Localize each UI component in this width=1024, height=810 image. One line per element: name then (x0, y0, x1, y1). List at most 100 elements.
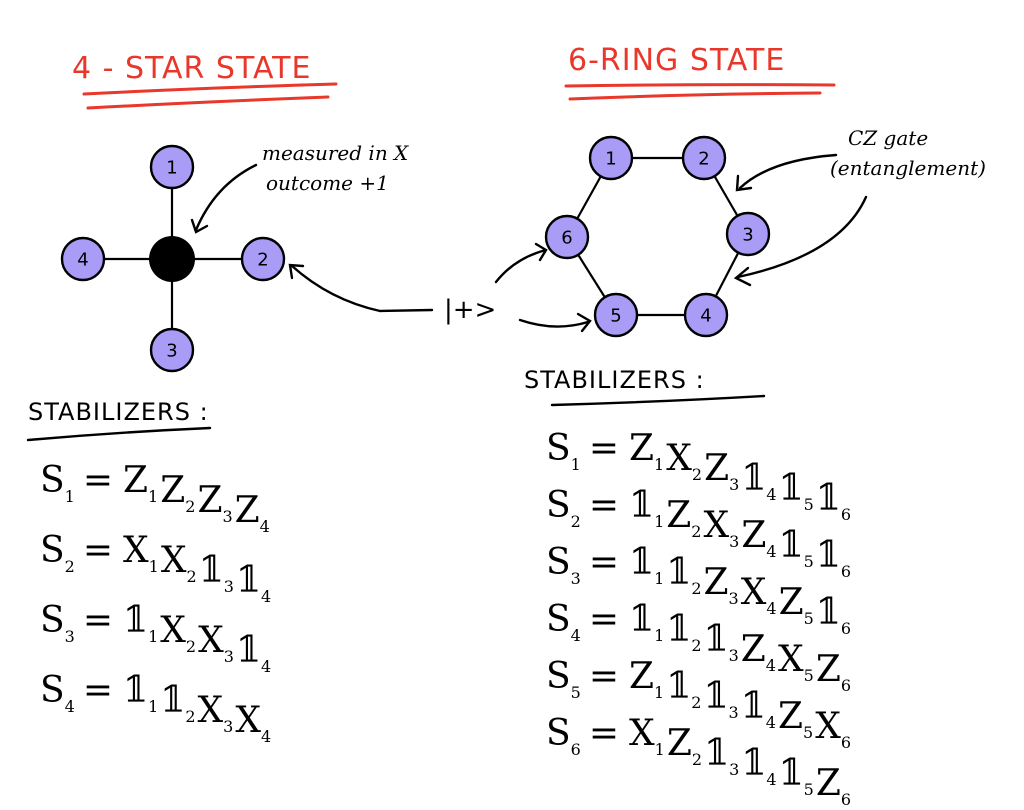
equals-sign: = (589, 656, 619, 697)
stabilizer-lhs: S (546, 428, 571, 469)
pauli-operator: Z (160, 470, 185, 511)
pauli-operator: 𝟙 (816, 535, 841, 576)
ring-stabilizer-5: S5=Z1𝟙2𝟙3𝟙4Z5X6 (546, 656, 851, 752)
qubit-index: 5 (804, 609, 814, 628)
star-node-3: 3 (149, 327, 195, 373)
star-stabilizer-2: S2=X1X2𝟙3𝟙4 (40, 530, 271, 606)
star-stabilizer-4: S4=𝟙1𝟙2X3X4 (40, 670, 271, 746)
equals-sign: = (589, 599, 619, 640)
stabilizer-lhs: S (546, 485, 571, 526)
cz-annotation-line2: (entanglement) (830, 156, 986, 180)
pauli-operator: 𝟙 (666, 666, 691, 707)
qubit-index: 2 (692, 465, 702, 484)
stabilizer-lhs: S (546, 656, 571, 697)
pauli-operator: X (235, 700, 261, 741)
pauli-operator: X (198, 620, 224, 661)
qubit-index: 5 (803, 723, 813, 742)
ring-node-2-label: 2 (698, 149, 709, 170)
pauli-operator: Z (779, 582, 804, 623)
qubit-index: 3 (729, 532, 739, 551)
pauli-operator: 𝟙 (123, 670, 148, 711)
star-stabilizer-3: S3=𝟙1X2X3𝟙4 (40, 600, 271, 676)
qubit-index: 3 (729, 760, 739, 779)
stabilizer-lhs-index: 3 (571, 569, 581, 588)
star-node-4-label: 4 (77, 250, 88, 271)
pauli-operator: Z (816, 649, 841, 690)
pauli-operator: Z (778, 696, 803, 737)
ring-node-6: 6 (544, 214, 590, 260)
ring-node-2-circle (681, 135, 727, 181)
plus-state-label: |+> (444, 295, 496, 325)
equals-sign: = (83, 530, 113, 571)
plus-arrow-to-star-node-2-head (288, 263, 305, 280)
pauli-operator: Z (629, 428, 654, 469)
pauli-operator: X (160, 610, 186, 651)
pauli-operator: Z (667, 723, 692, 764)
qubit-index: 4 (261, 727, 271, 746)
pauli-operator: 𝟙 (666, 609, 691, 650)
pauli-operator: 𝟙 (703, 676, 728, 717)
ring-stabilizer-4: S4=𝟙1𝟙2𝟙3Z4X5Z6 (546, 599, 851, 695)
pauli-operator: 𝟙 (629, 599, 654, 640)
qubit-index: 4 (261, 657, 271, 676)
pauli-operator: X (778, 639, 804, 680)
star-node-4-circle (60, 236, 106, 282)
qubit-index: 1 (149, 557, 159, 576)
center-annotation-arrowhead (190, 218, 209, 234)
qubit-index: 1 (654, 569, 664, 588)
qubit-index: 2 (185, 497, 195, 516)
qubit-index: 6 (841, 562, 851, 581)
ring-stabilizer-2: S2=𝟙1Z2X3Z4𝟙5𝟙6 (546, 485, 851, 581)
pauli-operator: Z (123, 460, 148, 501)
ring-stabilizer-1: S1=Z1X2Z3𝟙4𝟙5𝟙6 (546, 428, 851, 524)
pauli-operator: Z (666, 495, 691, 536)
pauli-operator: X (198, 690, 224, 731)
pauli-operator: 𝟙 (123, 600, 148, 641)
star-node-2-circle (240, 236, 286, 282)
pauli-operator: Z (235, 490, 260, 531)
cz-arrow-lower-head (733, 266, 752, 287)
ring-node-1-circle (588, 135, 634, 181)
qubit-index: 1 (654, 455, 664, 474)
plus-arrow-to-ring-node-5 (518, 318, 590, 328)
star-node-1-circle (149, 144, 195, 190)
star-stabilizers-underline (26, 426, 212, 442)
qubit-index: 2 (691, 693, 701, 712)
qubit-index: 2 (691, 579, 701, 598)
qubit-index: 4 (766, 542, 776, 561)
stabilizer-lhs: S (40, 670, 65, 711)
ring-node-6-circle (544, 214, 590, 260)
star-node-3-circle (149, 327, 195, 373)
ring-node-3-label: 3 (742, 225, 753, 246)
qubit-index: 5 (804, 780, 814, 799)
qubit-index: 3 (223, 717, 233, 736)
stabilizer-lhs-index: 2 (65, 557, 75, 576)
qubit-index: 6 (841, 733, 851, 752)
pauli-operator: 𝟙 (629, 542, 654, 583)
qubit-index: 5 (804, 552, 814, 571)
qubit-index: 2 (692, 750, 702, 769)
plus-arrow-to-star-node-2 (290, 264, 434, 313)
qubit-index: 1 (654, 626, 664, 645)
ring-title-underline-1 (564, 83, 836, 88)
qubit-index: 4 (261, 587, 271, 606)
qubit-index: 1 (654, 683, 664, 702)
stabilizer-lhs: S (546, 542, 571, 583)
pauli-operator: Z (816, 763, 841, 804)
star-center-node (149, 236, 195, 282)
qubit-index: 3 (729, 646, 739, 665)
plus-arrow-to-ring-node-5-head (576, 312, 592, 333)
ring-stabilizers-underline (550, 394, 766, 407)
qubit-index: 2 (691, 522, 701, 541)
ring-node-3: 3 (725, 211, 771, 257)
pauli-operator: X (666, 438, 692, 479)
plus-arrow-to-ring-node-6-head (534, 242, 548, 262)
center-annotation-arrow (194, 163, 258, 232)
pauli-operator: 𝟙 (816, 592, 841, 633)
star-stabilizers-heading: STABILIZERS : (28, 398, 209, 426)
qubit-index: 1 (148, 697, 158, 716)
star-title-underline-1 (82, 82, 338, 96)
star-stabilizer-1: S1=Z1Z2Z3Z4 (40, 460, 270, 536)
